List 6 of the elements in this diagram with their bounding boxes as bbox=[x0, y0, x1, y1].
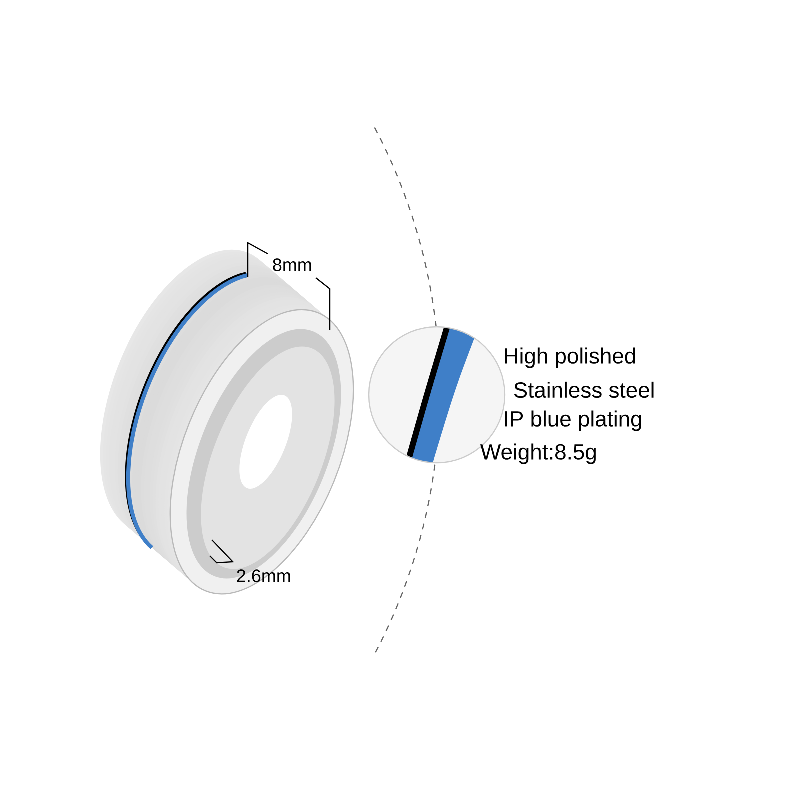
spec-text: Weight:8.5g bbox=[480, 444, 596, 464]
spec-text: IP blue plating bbox=[505, 410, 642, 432]
dimension-label: 2.6mm bbox=[237, 570, 290, 582]
spec-text: Stainless steel bbox=[514, 382, 654, 398]
dimension-label: 8mm bbox=[273, 258, 312, 272]
spec-text: High polished bbox=[505, 348, 636, 368]
